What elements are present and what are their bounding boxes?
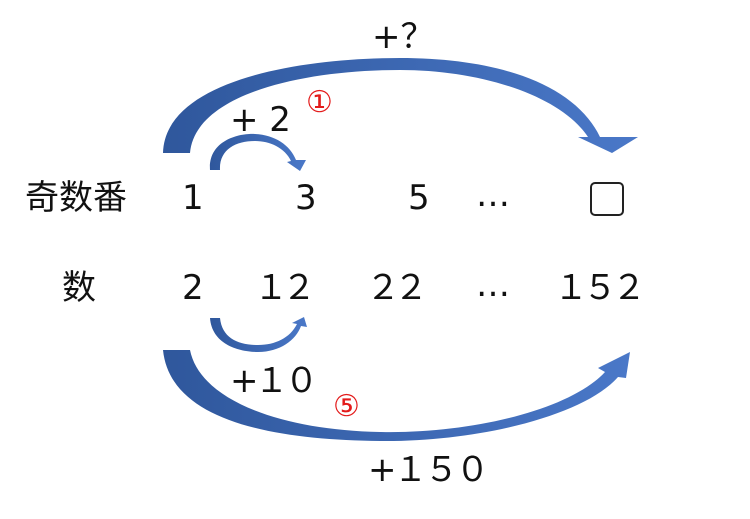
odd-value: 3 [295,178,317,218]
step-num-marker: ⑤ [333,389,360,424]
num-value: 2 [182,268,204,308]
row-header-num: 数 [62,268,96,308]
odd-value: 5 [408,178,430,218]
num-ellipsis: … [476,265,510,305]
num-value: ２２ [366,268,428,308]
step-num-label: +１０ [230,361,318,401]
bottom-small-arrow [210,317,307,352]
step-odd-label: + 2 [230,100,291,140]
bottom-big-arrow [163,350,630,442]
top-big-arrow [163,58,638,153]
row-header-odd: 奇数番 [25,178,127,218]
odd-ellipsis: … [476,175,510,215]
top-increment-label: +？ [372,17,435,57]
odd-value: 1 [182,178,204,218]
num-value: １５２ [554,268,646,308]
num-value: １２ [254,268,316,308]
unknown-box [590,182,624,216]
top-small-arrow [209,133,306,171]
step-odd-marker: ① [306,85,333,120]
bottom-increment-label: +１５０ [368,450,489,490]
